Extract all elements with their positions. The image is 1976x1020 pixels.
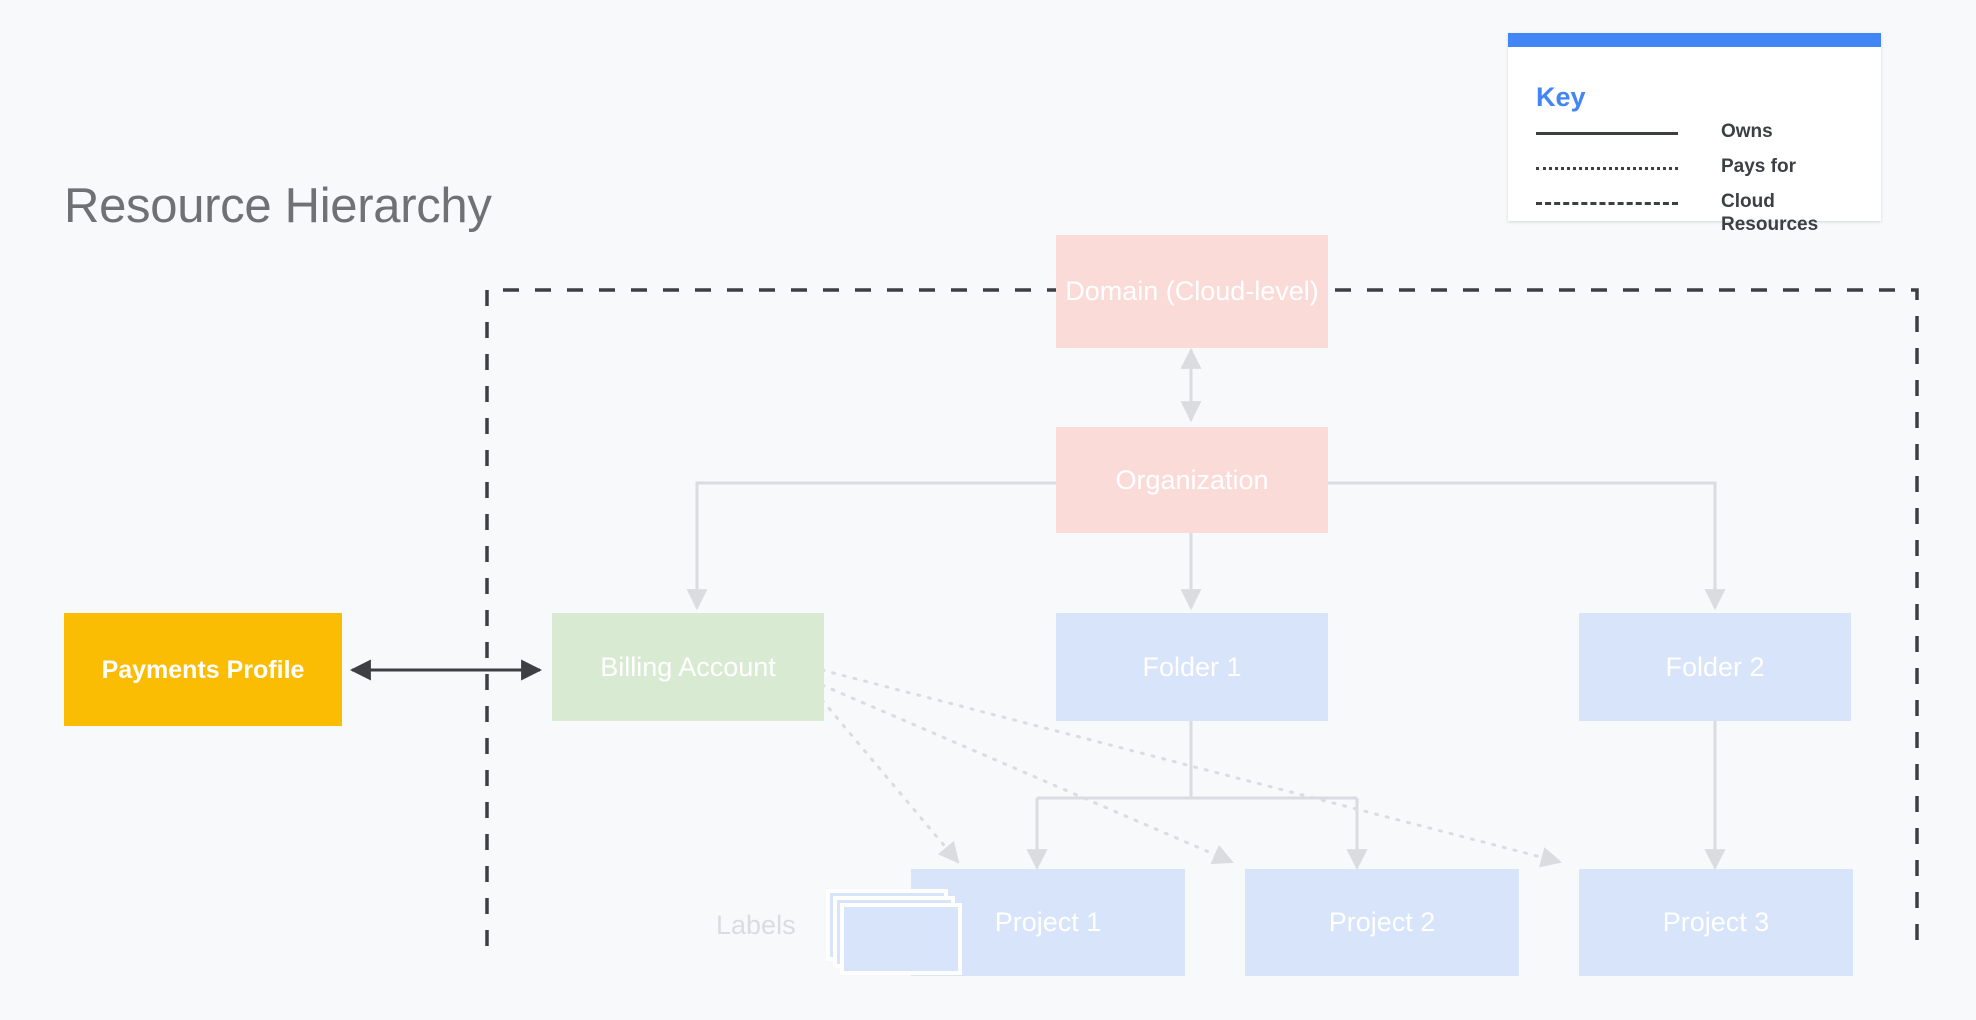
node-billing-account-label: Billing Account bbox=[600, 651, 776, 682]
node-project-1-label: Project 1 bbox=[994, 907, 1102, 938]
node-billing-account[interactable]: Billing Account bbox=[552, 613, 824, 721]
node-domain-label: Domain (Cloud-level) bbox=[1065, 276, 1319, 307]
cloud-resources-boundary bbox=[485, 288, 1919, 952]
key-row-cloud-resources: Cloud Resources bbox=[1536, 191, 1866, 235]
key-accent-bar bbox=[1508, 33, 1881, 47]
node-domain[interactable]: Domain (Cloud-level) bbox=[1056, 235, 1328, 348]
node-folder-1-label: Folder 1 bbox=[1142, 651, 1242, 682]
node-project-3[interactable]: Project 3 bbox=[1579, 869, 1853, 976]
node-folder-1[interactable]: Folder 1 bbox=[1056, 613, 1328, 721]
node-payments-profile[interactable]: Payments Profile bbox=[64, 613, 342, 726]
key-heading: Key bbox=[1536, 82, 1586, 112]
key-row-owns: Owns bbox=[1536, 121, 1866, 158]
edge-billing-pays-projects bbox=[820, 668, 1563, 868]
solid-line-icon bbox=[1536, 123, 1678, 143]
labels-card-front bbox=[840, 903, 962, 975]
dashed-line-icon bbox=[1536, 193, 1678, 213]
key-label-cloud-resources: Cloud Resources bbox=[1721, 191, 1819, 235]
dotted-line-icon bbox=[1536, 158, 1678, 178]
node-project-2-label: Project 2 bbox=[1328, 907, 1436, 938]
labels-caption: Labels bbox=[716, 910, 796, 940]
node-project-3-label: Project 3 bbox=[1662, 907, 1770, 938]
node-payments-profile-label: Payments Profile bbox=[101, 655, 305, 684]
key-rows: Owns Pays for Cloud Resources bbox=[1536, 121, 1866, 235]
node-folder-2-label: Folder 2 bbox=[1665, 651, 1765, 682]
node-organization-label: Organization bbox=[1115, 464, 1269, 495]
key-row-pays-for: Pays for bbox=[1536, 156, 1866, 193]
node-organization[interactable]: Organization bbox=[1056, 427, 1328, 533]
labels-card-stack-icon bbox=[826, 889, 962, 975]
key-label-pays-for: Pays for bbox=[1721, 156, 1796, 177]
node-project-2[interactable]: Project 2 bbox=[1245, 869, 1519, 976]
key-legend-card: Key Owns Pays for Cloud Resources bbox=[1508, 33, 1881, 235]
page-title: Resource Hierarchy bbox=[64, 179, 492, 233]
key-label-owns: Owns bbox=[1721, 121, 1773, 142]
node-folder-2[interactable]: Folder 2 bbox=[1579, 613, 1851, 721]
